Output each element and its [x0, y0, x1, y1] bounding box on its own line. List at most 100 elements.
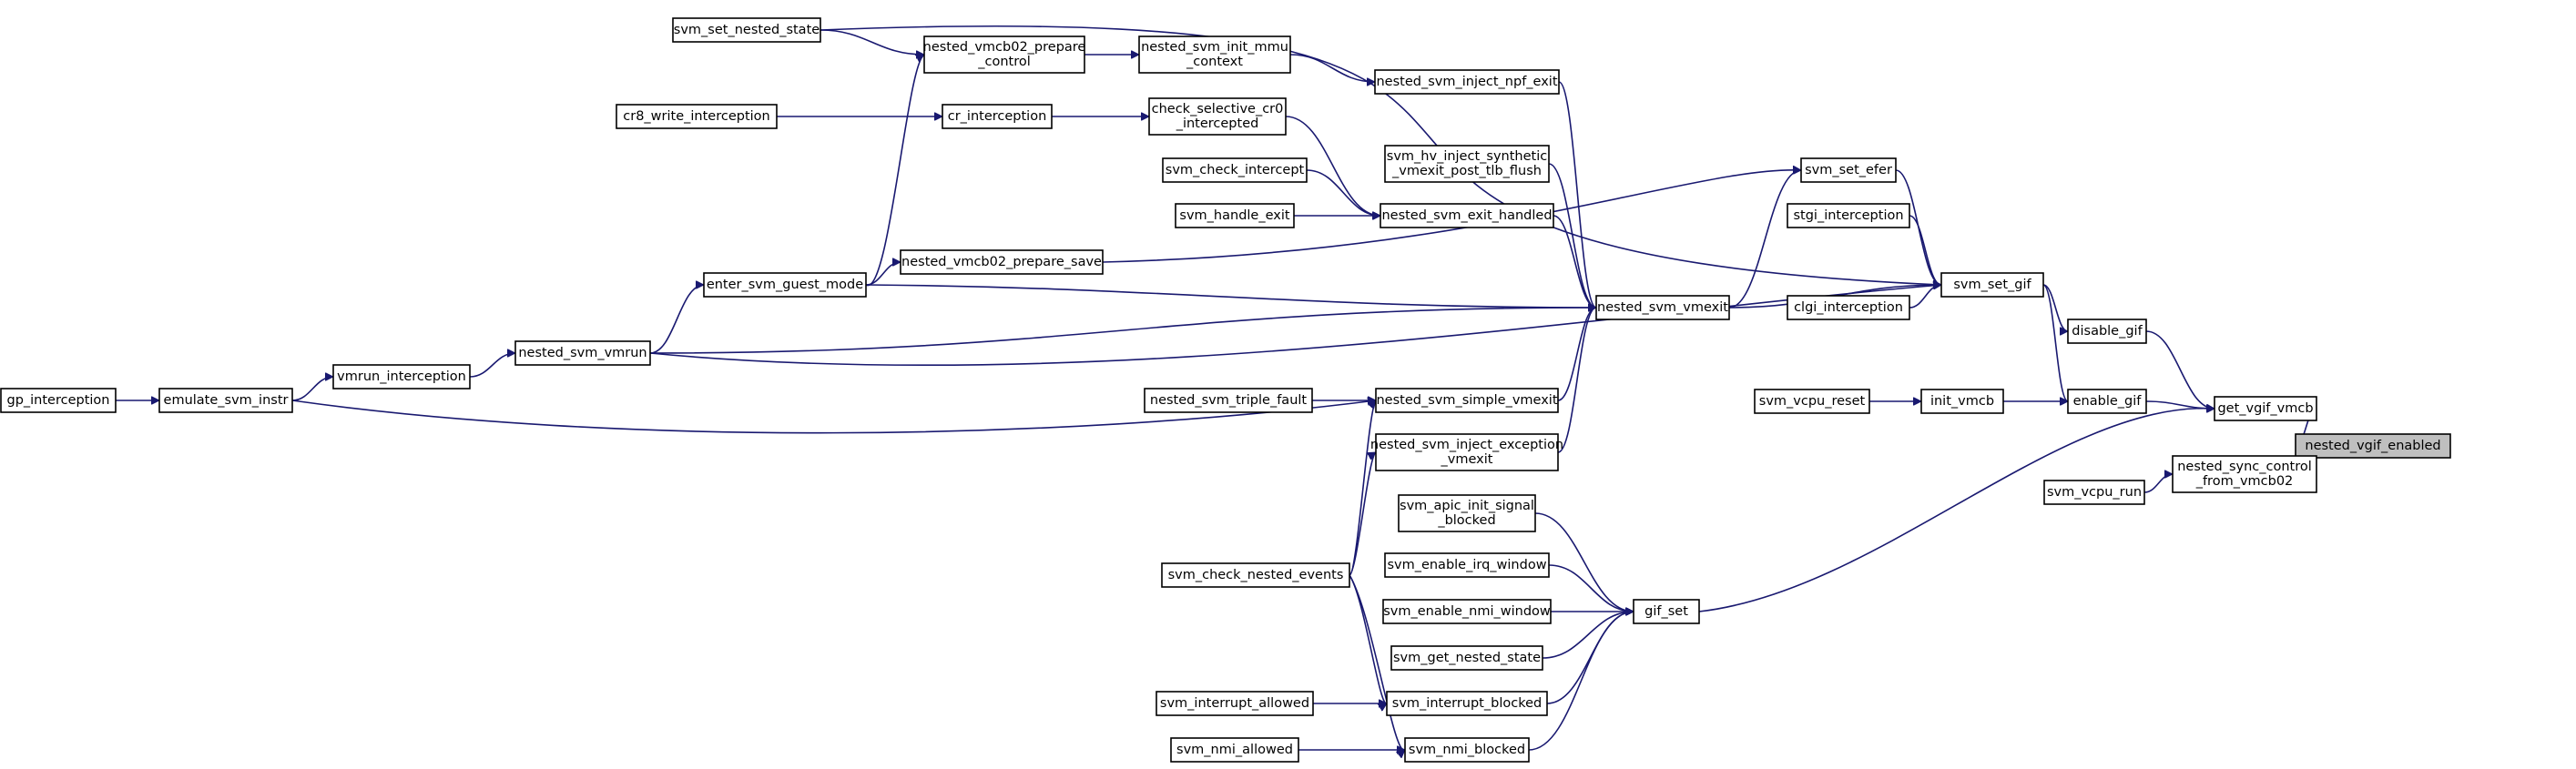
node-box	[1940, 272, 2044, 298]
node-cr8-write-interception[interactable]: cr8_write_interception	[616, 104, 778, 129]
node-box	[900, 249, 1104, 275]
node-nested-svm-simple-vmexit[interactable]: nested_svm_simple_vmexit	[1375, 388, 1559, 413]
node-box	[0, 388, 117, 413]
edge-svm-apic-init-signal-blocked-to-gif-set	[1534, 512, 1634, 612]
node-disable-gif[interactable]: disable_gif	[2067, 319, 2147, 344]
node-cr-interception[interactable]: cr_interception	[942, 104, 1053, 129]
node-nested-vmcb02-prepare-control[interactable]: nested_vmcb02_prepare_control	[923, 35, 1086, 74]
node-svm-hv-inject-synthetic-vmexit-post-tlb-flush[interactable]: svm_hv_inject_synthetic_vmexit_post_tlb_…	[1384, 145, 1550, 183]
edge-svm-check-nested-events-to-svm-interrupt-blocked	[1349, 574, 1387, 703]
node-box	[1787, 203, 1910, 228]
edge-emulate-svm-instr-to-vmrun-interception	[291, 377, 334, 401]
node-label: svm_interrupt_allowed	[1160, 696, 1309, 711]
node-box	[2295, 433, 2451, 459]
node-label: svm_vcpu_run	[2047, 485, 2142, 500]
node-label: svm_get_nested_state	[1393, 651, 1541, 665]
node-nested-svm-vmrun[interactable]: nested_svm_vmrun	[514, 340, 651, 366]
node-label: svm_nmi_blocked	[1409, 743, 1525, 757]
node-svm-set-efer[interactable]: svm_set_efer	[1800, 157, 1897, 183]
node-svm-check-nested-events[interactable]: svm_check_nested_events	[1161, 562, 1350, 588]
edge-svm-hv-inject-synthetic-vmexit-post-tlb-flush-to-nested-svm-vmexit	[1548, 163, 1597, 308]
node-init-vmcb[interactable]: init_vmcb	[1920, 389, 2004, 414]
node-label: vmrun_interception	[337, 369, 466, 384]
edge-svm-set-nested-state-to-nested-vmcb02-prepare-control	[820, 29, 924, 55]
node-nested-svm-exit-handled[interactable]: nested_svm_exit_handled	[1380, 203, 1554, 228]
node-label: svm_check_intercept	[1166, 163, 1305, 177]
node-svm-interrupt-blocked[interactable]: svm_interrupt_blocked	[1386, 691, 1548, 716]
node-box	[1148, 97, 1287, 136]
node-label: _context	[1186, 55, 1243, 69]
edge-stgi-interception-to-svm-set-gif	[1909, 215, 1942, 285]
node-clgi-interception[interactable]: clgi_interception	[1787, 295, 1910, 320]
node-label: svm_vcpu_reset	[1759, 394, 1866, 409]
node-label: nested_svm_exit_handled	[1381, 208, 1552, 223]
node-box	[2172, 455, 2317, 493]
node-nested-vgif-enabled[interactable]: nested_vgif_enabled	[2295, 433, 2451, 459]
node-svm-apic-init-signal-blocked[interactable]: svm_apic_init_signal_blocked	[1398, 494, 1536, 532]
node-svm-vcpu-reset[interactable]: svm_vcpu_reset	[1754, 389, 1870, 414]
node-svm-nmi-blocked[interactable]: svm_nmi_blocked	[1404, 737, 1530, 763]
edge-svm-check-nested-events-to-nested-svm-inject-exception-vmexit	[1349, 451, 1376, 576]
edge-svm-set-gif-to-enable-gif	[2042, 284, 2069, 401]
edge-svm-interrupt-blocked-to-gif-set	[1546, 612, 1634, 704]
node-label: nested_svm_simple_vmexit	[1376, 393, 1557, 408]
node-svm-check-intercept[interactable]: svm_check_intercept	[1162, 157, 1308, 183]
node-svm-set-gif[interactable]: svm_set_gif	[1940, 272, 2044, 298]
node-label: svm_apic_init_signal	[1400, 499, 1534, 513]
node-gp-interception[interactable]: gp_interception	[0, 388, 117, 413]
edge-enter-svm-guest-mode-to-nested-svm-vmexit	[865, 284, 1596, 308]
node-box	[1161, 562, 1350, 588]
node-label: cr_interception	[948, 109, 1047, 124]
node-box	[1386, 691, 1548, 716]
node-nested-svm-vmexit[interactable]: nested_svm_vmexit	[1595, 295, 1730, 320]
node-nested-svm-inject-exception-vmexit[interactable]: nested_svm_inject_exception_vmexit	[1370, 433, 1563, 471]
node-nested-svm-init-mmu-context[interactable]: nested_svm_init_mmu_context	[1138, 35, 1291, 74]
node-label: stgi_interception	[1793, 208, 1903, 223]
node-enable-gif[interactable]: enable_gif	[2067, 389, 2147, 414]
node-get-vgif-vmcb[interactable]: get_vgif_vmcb	[2214, 396, 2317, 421]
node-label: nested_vgif_enabled	[2305, 439, 2440, 453]
node-box	[1920, 389, 2004, 414]
node-label: get_vgif_vmcb	[2217, 401, 2313, 416]
edge-check-selective-cr0-intercepted-to-nested-svm-exit-handled	[1285, 116, 1380, 216]
node-stgi-interception[interactable]: stgi_interception	[1787, 203, 1910, 228]
node-svm-get-nested-state[interactable]: svm_get_nested_state	[1390, 645, 1543, 671]
node-box	[1787, 295, 1910, 320]
node-nested-svm-inject-npf-exit[interactable]: nested_svm_inject_npf_exit	[1374, 69, 1560, 95]
node-label: gp_interception	[7, 393, 110, 408]
node-svm-vcpu-run[interactable]: svm_vcpu_run	[2043, 480, 2145, 505]
node-svm-set-nested-state[interactable]: svm_set_nested_state	[672, 17, 821, 43]
node-box	[923, 35, 1085, 74]
node-nested-svm-triple-fault[interactable]: nested_svm_triple_fault	[1144, 388, 1313, 413]
node-box	[1398, 494, 1536, 532]
node-nested-sync-control-from-vmcb02[interactable]: nested_sync_control_from_vmcb02	[2172, 455, 2317, 493]
edge-nested-svm-vmrun-to-nested-svm-vmexit	[649, 308, 1596, 354]
node-label: nested_vmcb02_prepare_save	[901, 255, 1102, 269]
node-label: init_vmcb	[1930, 394, 1994, 409]
node-box	[1595, 295, 1730, 320]
edge-nested-svm-vmexit-to-svm-set-efer	[1728, 170, 1802, 309]
edge-svm-check-intercept-to-nested-svm-exit-handled	[1306, 169, 1380, 216]
node-enter-svm-guest-mode[interactable]: enter_svm_guest_mode	[703, 272, 867, 298]
node-svm-handle-exit[interactable]: svm_handle_exit	[1175, 203, 1295, 228]
node-label: svm_set_gif	[1953, 278, 2031, 292]
node-label: _intercepted	[1176, 116, 1259, 131]
node-svm-enable-irq-window[interactable]: svm_enable_irq_window	[1384, 552, 1550, 578]
node-box	[2067, 319, 2147, 344]
node-label: nested_svm_vmrun	[518, 346, 647, 360]
edge-vmrun-interception-to-nested-svm-vmrun	[469, 353, 516, 378]
node-gif-set[interactable]: gif_set	[1633, 599, 1700, 624]
node-box	[1144, 388, 1313, 413]
node-label: _vmexit	[1441, 452, 1493, 467]
node-emulate-svm-instr[interactable]: emulate_svm_instr	[158, 388, 293, 413]
node-nested-vmcb02-prepare-save[interactable]: nested_vmcb02_prepare_save	[900, 249, 1104, 275]
node-label: enter_svm_guest_mode	[707, 278, 863, 292]
node-check-selective-cr0-intercepted[interactable]: check_selective_cr0_intercepted	[1148, 97, 1287, 136]
node-svm-nmi-allowed[interactable]: svm_nmi_allowed	[1170, 737, 1299, 763]
node-vmrun-interception[interactable]: vmrun_interception	[332, 364, 471, 390]
node-svm-enable-nmi-window[interactable]: svm_enable_nmi_window	[1382, 599, 1552, 624]
node-label: _blocked	[1437, 513, 1495, 528]
node-svm-interrupt-allowed[interactable]: svm_interrupt_allowed	[1156, 691, 1314, 716]
node-box	[158, 388, 293, 413]
